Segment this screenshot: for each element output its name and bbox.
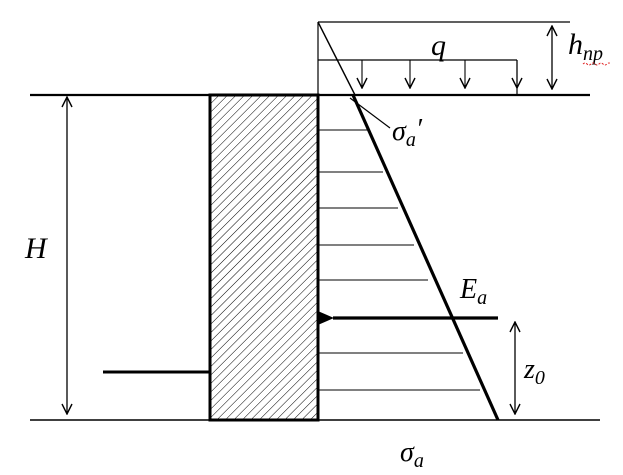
active-pressure-line — [351, 94, 500, 421]
base-stress-label: σa — [400, 437, 424, 472]
surcharge-pressure-line — [317, 21, 356, 96]
arm-label: z0 — [523, 354, 545, 389]
height-label: H — [24, 232, 49, 265]
pressure-hatch-lines — [318, 129, 480, 391]
surcharge-load — [317, 21, 570, 95]
svg-text:hnp: hnp — [568, 28, 603, 65]
load-label: q — [431, 29, 446, 62]
top-stress-leader — [349, 97, 391, 129]
retaining-wall — [208, 93, 320, 422]
top-stress-label: σa′ — [392, 114, 423, 151]
resultant-label: Ea — [459, 274, 487, 309]
equivalent-height-label: hnp — [568, 28, 612, 66]
